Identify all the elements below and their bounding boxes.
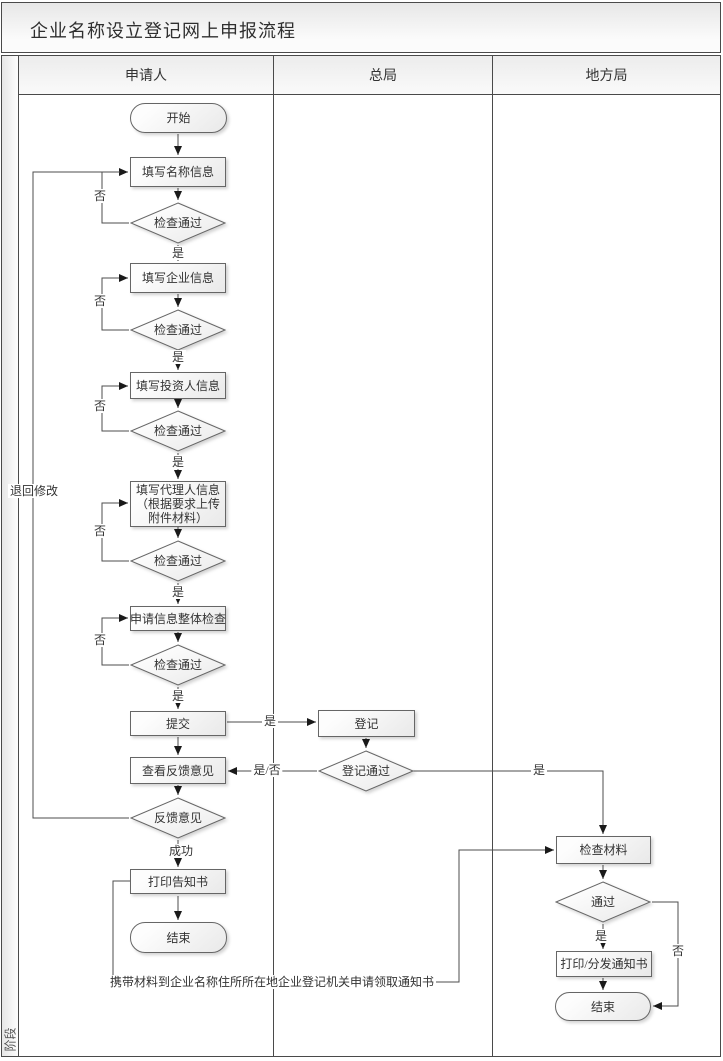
node-view-feedback: 查看反馈意见 bbox=[130, 757, 226, 784]
lane-header-applicant: 申请人 bbox=[125, 69, 167, 84]
edge-label-pickup-note: 携带材料到企业名称住所所在地企业登记机关申请领取通知书 bbox=[107, 975, 437, 989]
node-fill-investor: 填写投资人信息 bbox=[130, 372, 226, 399]
node-submit-label: 提交 bbox=[165, 716, 190, 731]
node-fill-agent-label: 填写代理人信息（根据要求上传附件材料） bbox=[135, 483, 220, 525]
node-end-local: 结束 bbox=[555, 992, 651, 1021]
node-fill-agent: 填写代理人信息（根据要求上传附件材料） bbox=[130, 481, 226, 527]
edge-label-no-5: 否 bbox=[91, 633, 109, 647]
node-check-pass-2-label: 检查通过 bbox=[153, 323, 202, 337]
node-check-pass-5-label: 检查通过 bbox=[153, 658, 202, 672]
node-print-distribute-label: 打印/分发通知书 bbox=[560, 957, 648, 971]
node-check-pass-2: 检查通过 bbox=[130, 309, 226, 351]
lane-header-local: 地方局 bbox=[492, 56, 720, 94]
edge-label-return-edit: 退回修改 bbox=[7, 484, 61, 498]
node-check-pass-1-label: 检查通过 bbox=[153, 216, 202, 230]
node-print-notice: 打印告知书 bbox=[130, 869, 226, 894]
node-check-pass-3: 检查通过 bbox=[130, 410, 226, 452]
edge-label-no-3: 否 bbox=[91, 399, 109, 413]
node-fill-investor-label: 填写投资人信息 bbox=[135, 378, 220, 393]
node-print-distribute: 打印/分发通知书 bbox=[556, 951, 652, 977]
diamond-shape bbox=[130, 540, 226, 582]
edge-label-yes-no: 是/否 bbox=[251, 763, 283, 777]
node-end-local-label: 结束 bbox=[590, 999, 615, 1014]
node-register: 登记 bbox=[318, 710, 415, 737]
edge-label-yes-5: 是 bbox=[169, 689, 187, 703]
node-check-pass-5: 检查通过 bbox=[130, 644, 226, 686]
node-overall-check-label: 申请信息整体检查 bbox=[130, 611, 227, 626]
title-band: 企业名称设立登记网上申报流程 bbox=[1, 2, 721, 53]
node-fill-company: 填写企业信息 bbox=[130, 263, 226, 293]
lane-header-row: 申请人 总局 地方局 bbox=[19, 56, 720, 95]
node-submit: 提交 bbox=[130, 711, 226, 736]
node-fill-company-label: 填写企业信息 bbox=[141, 271, 214, 285]
edge-label-yes-2: 是 bbox=[169, 350, 187, 364]
diamond-shape bbox=[130, 202, 226, 244]
node-register-label: 登记 bbox=[354, 716, 379, 731]
node-start: 开始 bbox=[130, 103, 227, 133]
node-fill-name: 填写名称信息 bbox=[130, 157, 226, 187]
node-check-materials-label: 检查材料 bbox=[579, 843, 628, 857]
node-start-label: 开始 bbox=[166, 111, 191, 125]
edge-label-yes-3: 是 bbox=[169, 455, 187, 469]
diamond-shape bbox=[555, 881, 651, 923]
lane-divider-2 bbox=[492, 95, 493, 1056]
node-register-pass-label: 登记通过 bbox=[341, 764, 390, 778]
node-pass-label: 通过 bbox=[590, 895, 615, 909]
edge-label-yes-1: 是 bbox=[169, 246, 187, 260]
node-end-applicant-label: 结束 bbox=[166, 930, 191, 945]
edge-label-no-4: 否 bbox=[91, 524, 109, 538]
node-view-feedback-label: 查看反馈意见 bbox=[141, 763, 214, 778]
node-end-applicant: 结束 bbox=[130, 922, 227, 953]
page-title: 企业名称设立登记网上申报流程 bbox=[30, 21, 296, 41]
node-fill-name-label: 填写名称信息 bbox=[141, 165, 214, 179]
diamond-shape bbox=[130, 410, 226, 452]
edge-label-success: 成功 bbox=[166, 844, 196, 858]
node-register-pass: 登记通过 bbox=[318, 750, 414, 792]
edge-label-register-yes: 是 bbox=[530, 763, 548, 777]
edge-label-yes-4: 是 bbox=[169, 585, 187, 599]
diamond-shape bbox=[318, 750, 414, 792]
diamond-shape bbox=[130, 797, 226, 839]
edge-label-submit-yes: 是 bbox=[261, 714, 279, 728]
node-overall-check: 申请信息整体检查 bbox=[130, 606, 226, 631]
node-feedback-label: 反馈意见 bbox=[153, 811, 202, 825]
node-check-materials: 检查材料 bbox=[556, 836, 651, 864]
node-feedback: 反馈意见 bbox=[130, 797, 226, 839]
node-check-pass-1: 检查通过 bbox=[130, 202, 226, 244]
edge-label-no-2: 否 bbox=[91, 294, 109, 308]
node-check-pass-3-label: 检查通过 bbox=[153, 424, 202, 438]
node-pass: 通过 bbox=[555, 881, 651, 923]
edge-label-pass-yes: 是 bbox=[592, 929, 610, 943]
diamond-shape bbox=[130, 644, 226, 686]
phase-strip: 阶段 bbox=[2, 56, 19, 1056]
lane-header-central: 总局 bbox=[273, 56, 492, 94]
node-check-pass-4-label: 检查通过 bbox=[153, 554, 202, 568]
node-print-notice-label: 打印告知书 bbox=[147, 874, 208, 889]
edge-label-no-1: 否 bbox=[91, 189, 109, 203]
node-check-pass-4: 检查通过 bbox=[130, 540, 226, 582]
edge-label-local-no: 否 bbox=[669, 944, 687, 958]
phase-label: 阶段 bbox=[3, 1027, 18, 1052]
lane-divider-1 bbox=[273, 95, 274, 1056]
